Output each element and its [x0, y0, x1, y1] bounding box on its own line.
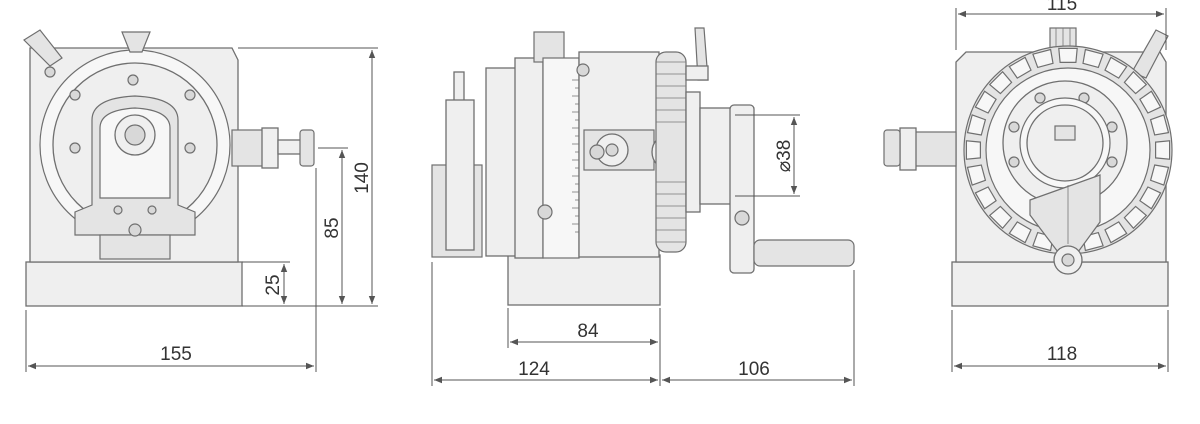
dim-label-118: 118	[1047, 344, 1077, 365]
front-side-clamp-collar	[261, 127, 279, 169]
side-view	[431, 27, 855, 306]
rear-index-notch	[974, 90, 997, 114]
side-plate	[485, 67, 517, 257]
rear-index-notch	[1123, 205, 1148, 230]
side-column	[445, 99, 475, 251]
rear-index-notch	[1123, 70, 1148, 95]
front-base	[25, 261, 243, 307]
side-crank-arm	[729, 104, 755, 274]
rear-index-notch	[1082, 48, 1104, 69]
front-view	[23, 29, 315, 307]
side-knurled-ring	[655, 51, 687, 253]
dim-label-25: 25	[263, 274, 284, 295]
rear-dimensions: 115 118	[951, 0, 1169, 372]
front-clamp-foot	[99, 234, 171, 260]
rear-side-clamp-collar	[899, 127, 917, 171]
front-bore-center	[124, 124, 146, 146]
rear-bolt	[1034, 92, 1046, 104]
rear-index-notch	[1139, 90, 1162, 114]
dim-label-106: 106	[738, 359, 770, 380]
rear-index-notch	[1104, 221, 1128, 244]
rear-index-notch	[1155, 140, 1171, 160]
side-base	[507, 254, 661, 306]
front-side-screw	[277, 139, 303, 155]
front-hole	[69, 89, 81, 101]
side-post	[453, 71, 465, 103]
rear-keyway	[1054, 125, 1076, 141]
side-lock-knob-center	[605, 143, 619, 157]
dim-label-140: 140	[352, 162, 373, 194]
front-clamp-screw	[113, 205, 123, 215]
front-hole	[69, 142, 81, 154]
rear-index-notch	[1149, 164, 1170, 186]
rear-index-notch	[974, 186, 997, 210]
rear-index-notch	[1149, 114, 1170, 136]
rear-index-notch	[1104, 56, 1128, 79]
side-crank-handle	[753, 239, 855, 267]
side-screw	[537, 204, 553, 220]
rear-index-notch	[1032, 48, 1054, 69]
rear-bore	[1026, 104, 1104, 182]
rear-index-notch	[1008, 56, 1032, 79]
rear-side-knob	[883, 129, 901, 167]
rear-index-notch	[988, 205, 1013, 230]
rear-view	[883, 27, 1173, 307]
side-flange	[685, 91, 701, 213]
rear-bolt	[1008, 156, 1020, 168]
front-hole	[44, 66, 56, 78]
rear-index-notch	[1008, 221, 1032, 244]
dim-label-84: 84	[577, 321, 599, 342]
side-screw	[589, 144, 605, 160]
front-side-knob	[299, 129, 315, 167]
rear-pawl-screw-center	[1061, 253, 1075, 267]
rear-bolt	[1008, 121, 1020, 133]
side-scale-ticks	[572, 79, 579, 233]
rear-index-notch	[965, 140, 981, 160]
rear-bolt	[1106, 156, 1118, 168]
side-spindle	[699, 107, 733, 205]
side-plate-scale	[542, 57, 580, 259]
rear-index-notch	[1139, 186, 1162, 210]
front-dimensions: 140 85 25 155	[25, 47, 378, 372]
front-lever	[23, 29, 63, 67]
dim-label-155: 155	[160, 344, 192, 365]
dim-label-85: 85	[322, 217, 343, 238]
front-clamp-screw	[147, 205, 157, 215]
rear-index-notch	[966, 114, 987, 136]
side-dimensions: ⌀38 84 124 106	[431, 114, 855, 386]
rear-index-notches	[965, 47, 1171, 253]
front-clamp-screw	[128, 223, 142, 237]
dim-label-115: 115	[1047, 0, 1077, 15]
front-top-wedge	[121, 31, 151, 53]
rear-index-notch	[966, 164, 987, 186]
side-plate	[514, 57, 544, 259]
side-top-lever-base	[685, 65, 709, 81]
rear-index-notch	[1058, 47, 1078, 63]
side-crank-hub	[734, 210, 750, 226]
dim-label-124: 124	[518, 359, 550, 380]
rear-index-notch	[988, 70, 1013, 95]
front-hole	[127, 74, 139, 86]
side-knurl-ticks	[656, 61, 686, 243]
front-hole	[184, 142, 196, 154]
front-hole	[184, 89, 196, 101]
dim-label-38: ⌀38	[774, 140, 795, 173]
side-screw	[576, 63, 590, 77]
